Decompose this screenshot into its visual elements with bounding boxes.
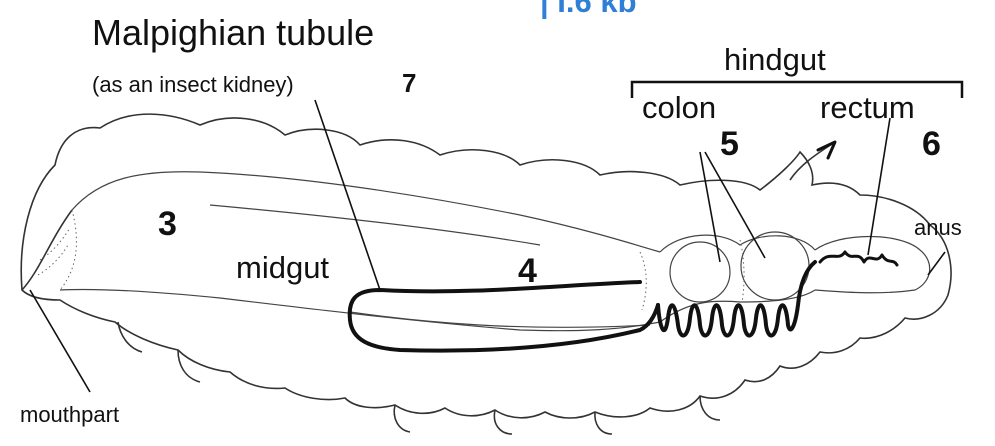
colon-label: colon — [642, 90, 716, 125]
larva-body-icon — [21, 114, 951, 434]
anus-label: anus — [914, 215, 962, 240]
malpighian-label: Malpighian tubule — [92, 12, 374, 53]
hindgut-label: hindgut — [724, 42, 826, 77]
malpighian-tubule-icon — [350, 262, 815, 351]
midgut-number: 4 — [518, 252, 537, 290]
rectum-number: 6 — [922, 125, 941, 163]
foregut-number: 3 — [158, 205, 177, 243]
rectum-label: rectum — [820, 90, 915, 125]
mouthpart-label: mouthpart — [20, 402, 119, 427]
malpighian-number: 7 — [402, 68, 416, 98]
midgut-label: midgut — [236, 250, 329, 285]
colon-number: 5 — [720, 125, 739, 163]
top-fragment-text: | I.6 kb — [540, 0, 637, 19]
malpighian-sub-label: (as an insect kidney) — [92, 72, 294, 97]
